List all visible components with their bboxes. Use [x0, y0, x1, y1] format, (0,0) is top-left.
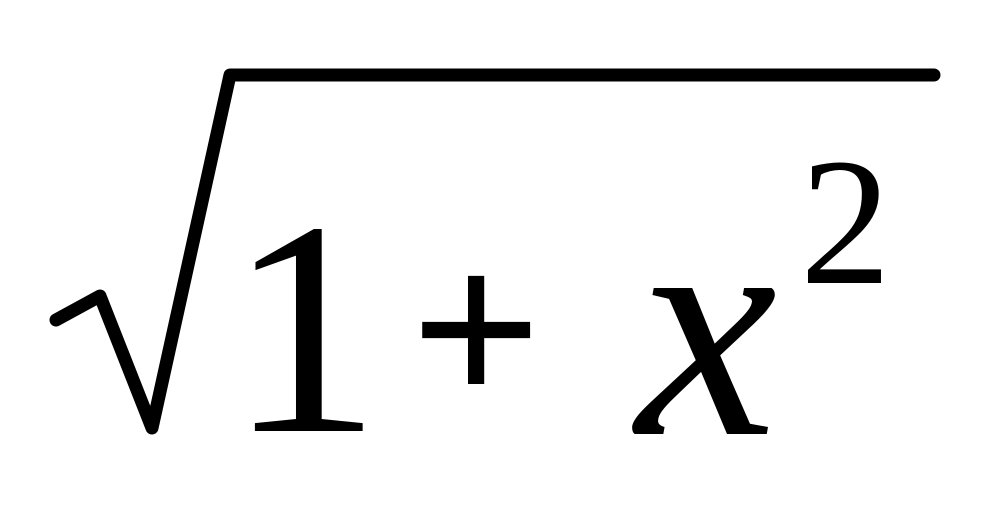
radical-sign-stroke — [49, 68, 941, 435]
plus-operator: + — [410, 201, 543, 458]
term-one: 1 — [228, 159, 381, 498]
exponent-two: 2 — [800, 122, 891, 323]
variable-x: x — [636, 151, 778, 503]
